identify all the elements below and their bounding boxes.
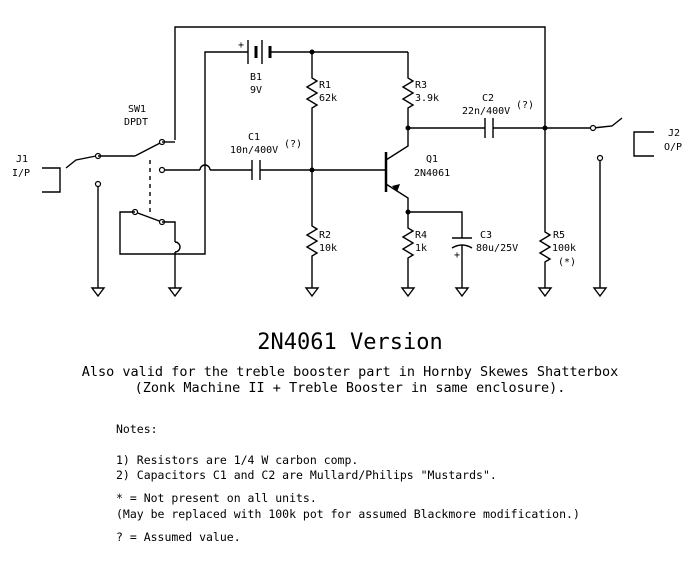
sw1-ref-label: SW1 — [128, 104, 146, 115]
r1-value-label: 62k — [319, 93, 337, 104]
b1-ref-label: B1 — [250, 72, 262, 83]
capacitor-c3: + — [408, 211, 473, 298]
resistor-r4 — [400, 212, 416, 298]
c3-plus-label: + — [454, 250, 460, 261]
page-title: 2N4061 Version — [257, 330, 443, 355]
j2-ref-label: J2 — [668, 128, 680, 139]
resistor-r5 — [537, 128, 553, 298]
note-2: 2) Capacitors C1 and C2 are Mullard/Phil… — [116, 468, 497, 482]
j1-ref-label: J1 — [16, 154, 28, 165]
c2-note-label: (?) — [516, 100, 534, 111]
schematic: + B1 9V R1 62k R3 3.9k C2 22n/400V (?) Q… — [12, 26, 682, 298]
c2-ref-label: C2 — [482, 93, 494, 104]
capacitor-c2 — [405, 118, 593, 138]
battery-plus-label: + — [238, 40, 244, 51]
r4-ref-label: R4 — [415, 230, 427, 241]
j2-value-label: O/P — [664, 142, 682, 153]
r5-ref-label: R5 — [553, 230, 565, 241]
resistor-r3 — [401, 52, 415, 128]
c3-value-label: 80u/25V — [476, 243, 518, 254]
top-rail-wire — [174, 26, 546, 140]
c3-ref-label: C3 — [480, 230, 492, 241]
r2-value-label: 10k — [319, 243, 337, 254]
r5-note-label: (*) — [558, 257, 576, 268]
resistor-r1 — [305, 49, 319, 170]
q1-ref-label: Q1 — [426, 154, 438, 165]
note-1: 1) Resistors are 1/4 W carbon comp. — [116, 453, 359, 467]
j1-value-label: I/P — [12, 168, 30, 179]
r4-value-label: 1k — [415, 243, 427, 254]
note-4: (May be replaced with 100k pot for assum… — [116, 507, 580, 521]
r5-value-label: 100k — [552, 243, 576, 254]
transistor-q1 — [384, 128, 411, 215]
c1-note-label: (?) — [284, 139, 302, 150]
subtitle-line-1: Also valid for the treble booster part i… — [81, 364, 619, 380]
c2-value-label: 22n/400V — [462, 106, 510, 117]
b1-value-label: 9V — [250, 85, 262, 96]
r2-ref-label: R2 — [319, 230, 331, 241]
resistor-r2 — [304, 170, 320, 298]
sw1-value-label: DPDT — [124, 117, 148, 128]
jack-j2 — [589, 117, 654, 298]
r1-ref-label: R1 — [319, 80, 331, 91]
subtitle-line-2: (Zonk Machine II + Treble Booster in sam… — [134, 380, 566, 396]
jack-j1 — [42, 152, 106, 298]
r3-ref-label: R3 — [415, 80, 427, 91]
c1-ref-label: C1 — [248, 132, 260, 143]
notes-heading: Notes: — [116, 422, 158, 436]
note-3: * = Not present on all units. — [116, 491, 317, 505]
r3-value-label: 3.9k — [415, 93, 439, 104]
switch-sw1 — [98, 138, 206, 298]
note-5: ? = Assumed value. — [116, 530, 241, 544]
capacitor-c1 — [162, 160, 386, 180]
battery-b1: + — [204, 40, 408, 170]
q1-value-label: 2N4061 — [414, 168, 450, 179]
c1-value-label: 10n/400V — [230, 145, 278, 156]
